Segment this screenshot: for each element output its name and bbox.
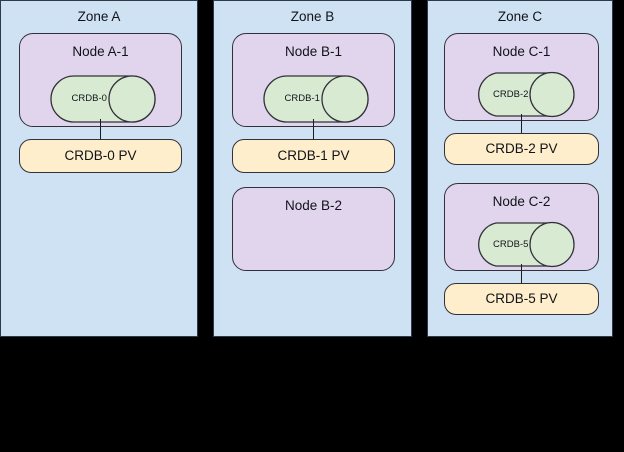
pv-crdb-5[interactable]: CRDB-5 PV [444,283,599,315]
node-b-2-title: Node B-2 [284,198,343,213]
zone-a[interactable]: Zone A Node A-1 CRDB-0 CRDB-0 PV [0,0,198,337]
zone-a-title: Zone A [77,9,121,24]
connector-node-b-1-to-pv [313,119,314,141]
cylinder-shape-icon [478,71,575,118]
cylinder-shape-icon [50,75,156,123]
cylinder-crdb-2[interactable]: CRDB-2 [473,71,575,118]
node-c-1-title: Node C-1 [492,44,551,59]
node-a-1-title: Node A-1 [72,44,129,59]
zone-c[interactable]: Zone C Node C-1 CRDB-2 CRDB-2 PV Node C-… [427,0,613,337]
connector-node-c-2-to-pv [521,264,522,285]
node-c-2-title: Node C-2 [492,194,551,209]
zone-b-title: Zone B [290,9,335,24]
pv-crdb-2-label: CRDB-2 PV [485,141,558,156]
pv-crdb-0[interactable]: CRDB-0 PV [19,139,182,173]
cylinder-crdb-0[interactable]: CRDB-0 [50,75,156,123]
node-b-1-title: Node B-1 [284,44,343,59]
cylinder-shape-icon [478,221,575,268]
node-a-1[interactable]: Node A-1 CRDB-0 [19,33,182,127]
node-c-1[interactable]: Node C-1 CRDB-2 [444,33,599,121]
zone-c-title: Zone C [497,9,543,24]
node-b-2[interactable]: Node B-2 [232,187,395,271]
pv-crdb-2[interactable]: CRDB-2 PV [444,133,599,165]
pv-crdb-0-label: CRDB-0 PV [64,148,137,163]
pv-crdb-5-label: CRDB-5 PV [485,291,558,306]
node-b-1[interactable]: Node B-1 CRDB-1 [232,33,395,127]
node-c-2[interactable]: Node C-2 CRDB-5 [444,183,599,271]
cylinder-shape-icon [263,75,369,123]
pv-crdb-1-label: CRDB-1 PV [277,148,350,163]
connector-node-c-1-to-pv [521,114,522,135]
cylinder-crdb-1[interactable]: CRDB-1 [263,75,369,123]
pv-crdb-1[interactable]: CRDB-1 PV [232,139,395,173]
cylinder-crdb-5[interactable]: CRDB-5 [473,221,575,268]
connector-node-a-1-to-pv [100,119,101,141]
zone-b[interactable]: Zone B Node B-1 CRDB-1 CRDB-1 PV Node B-… [213,0,412,337]
